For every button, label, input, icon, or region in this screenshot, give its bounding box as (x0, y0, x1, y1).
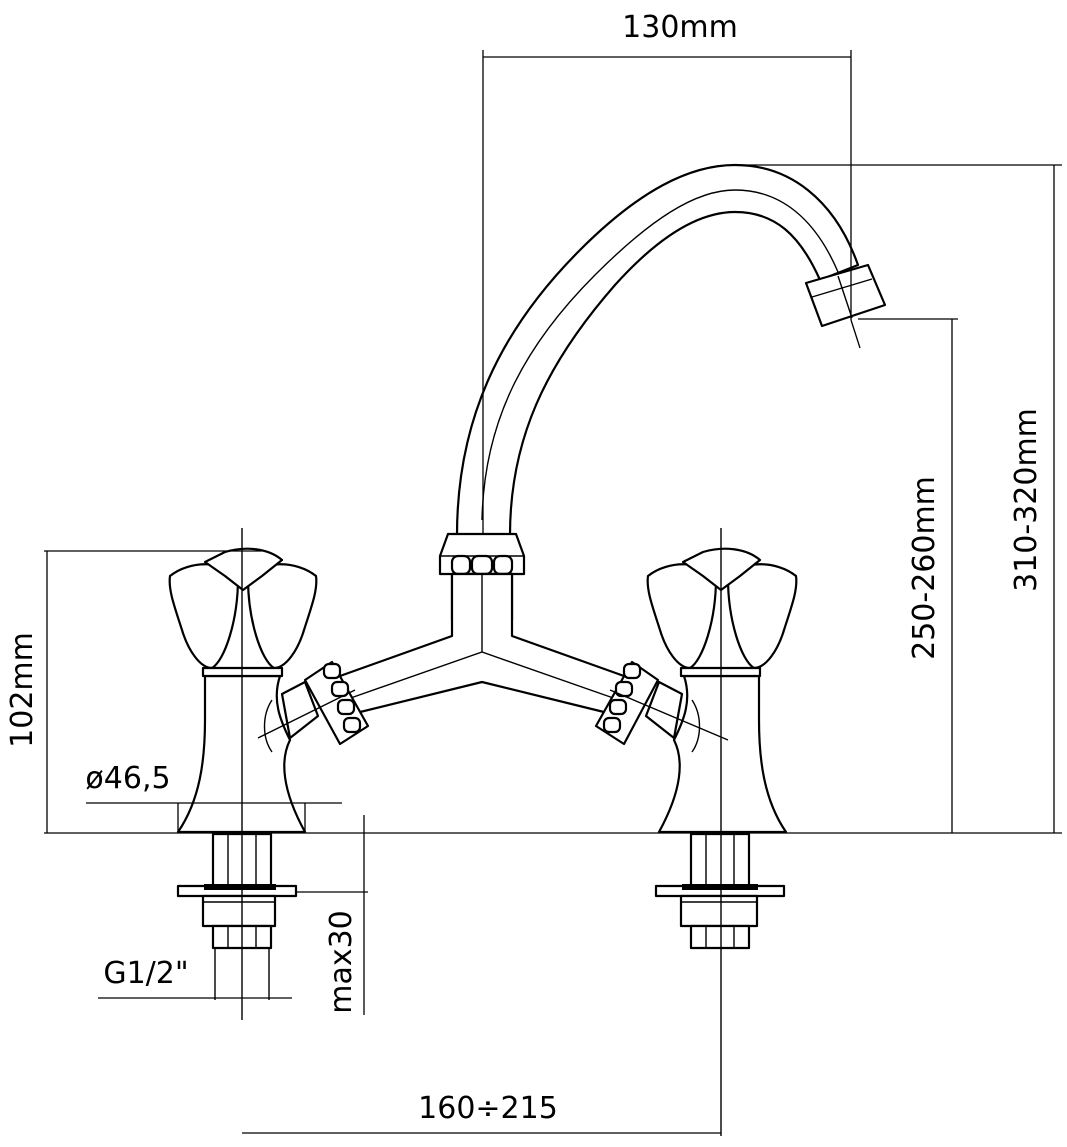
left-handle (168, 547, 318, 678)
right-handle (646, 547, 798, 678)
deck-thickness-label: max30 (324, 910, 359, 1014)
left-valve (168, 528, 370, 1020)
dimension-max30: max30 (296, 815, 368, 1015)
bridge-body (338, 572, 626, 716)
dimension-130: 130mm (482, 10, 861, 534)
right-valve (594, 528, 798, 1136)
right-bridge-nut (594, 660, 684, 746)
dimension-102: 102mm (5, 550, 262, 833)
right-shank (654, 832, 786, 950)
left-shank (176, 832, 298, 1000)
center-distance-label: 160÷215 (418, 1091, 558, 1126)
dimension-250-260: 250-260mm (858, 318, 958, 833)
spout-nut (438, 532, 526, 576)
dimension-thread: G1/2" (98, 956, 292, 999)
aerator (804, 263, 887, 328)
total-height-label: 310-320mm (1009, 408, 1044, 592)
left-bridge-nut (280, 660, 370, 746)
swivel-spout (438, 163, 887, 622)
dimension-310-320: 310-320mm (730, 164, 1062, 833)
base-diameter-label: ø46,5 (85, 761, 170, 796)
dimension-diameter: ø46,5 (85, 761, 342, 833)
thread-label: G1/2" (103, 956, 188, 991)
spout-reach-label: 130mm (622, 10, 738, 45)
dimension-center-distance: 160÷215 (242, 1091, 721, 1134)
spout-height-label: 250-260mm (907, 476, 942, 660)
valve-height-label: 102mm (5, 632, 40, 748)
